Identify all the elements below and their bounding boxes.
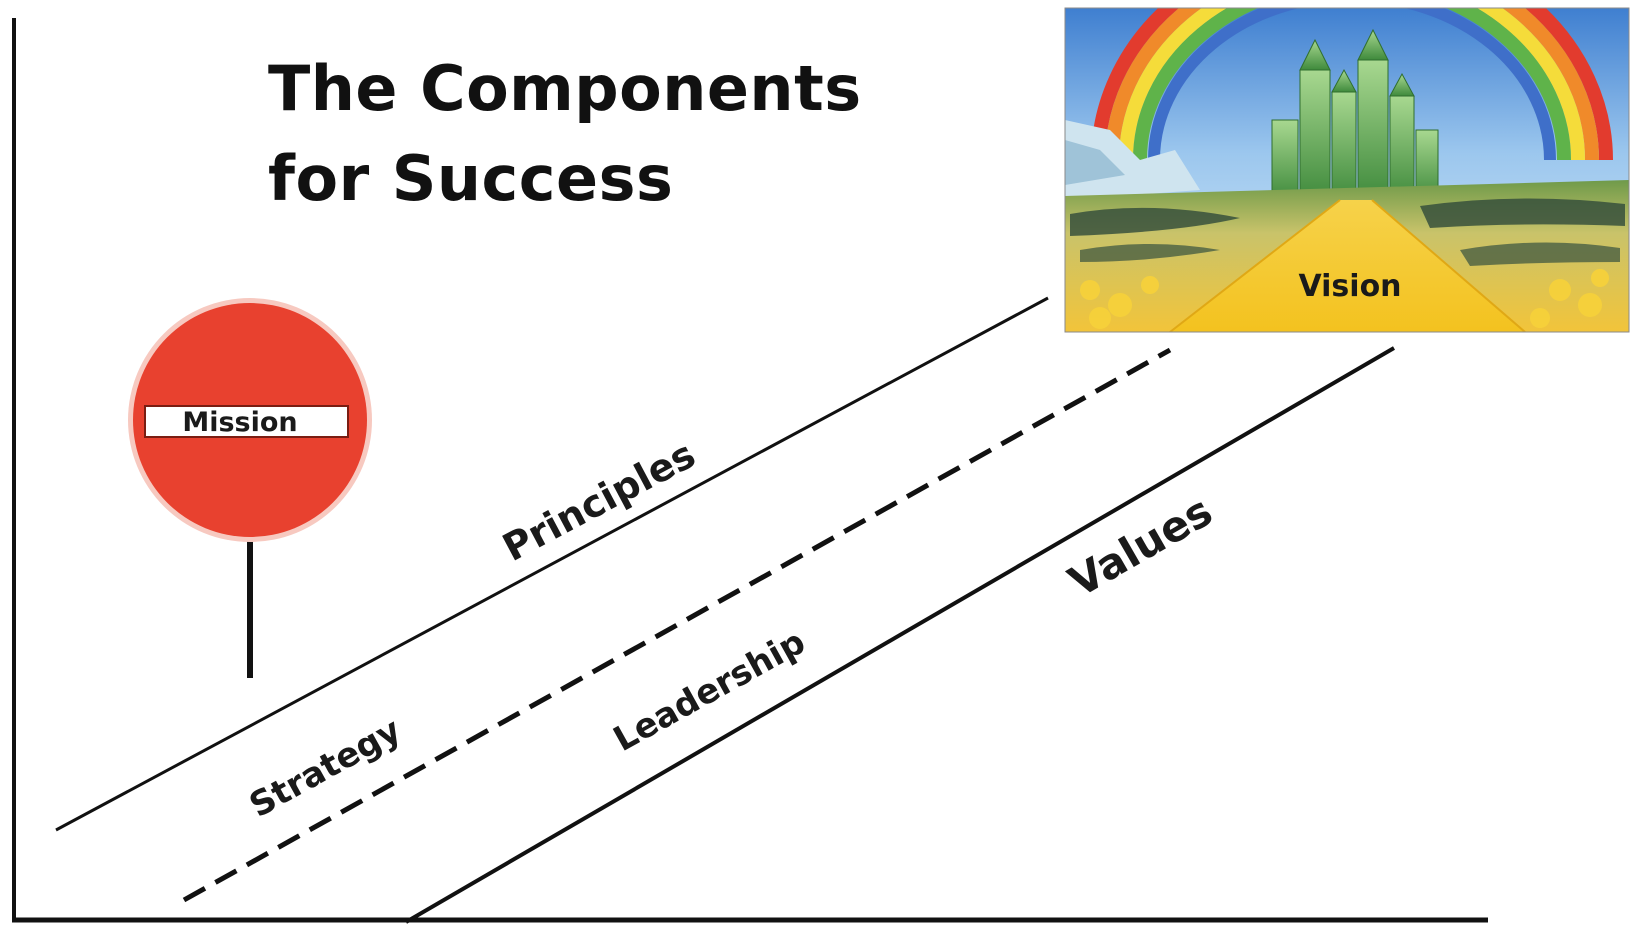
- principles-line: [55, 296, 1049, 832]
- strategy-label: Strategy: [243, 710, 408, 826]
- mission-label: Mission: [182, 407, 297, 438]
- values-line: [404, 346, 1396, 924]
- title-line-2: for Success: [268, 142, 674, 215]
- mission-sign: Mission: [128, 298, 372, 678]
- vision-image: Vision: [1064, 7, 1630, 333]
- vision-label: Vision: [1298, 269, 1401, 304]
- values-label: Values: [1061, 486, 1221, 607]
- page-title: The Components for Success: [268, 44, 862, 224]
- sign-bar: [144, 405, 349, 438]
- strategy-dashed-line: [182, 347, 1172, 903]
- leadership-label: Leadership: [607, 622, 812, 760]
- title-line-1: The Components: [268, 52, 862, 125]
